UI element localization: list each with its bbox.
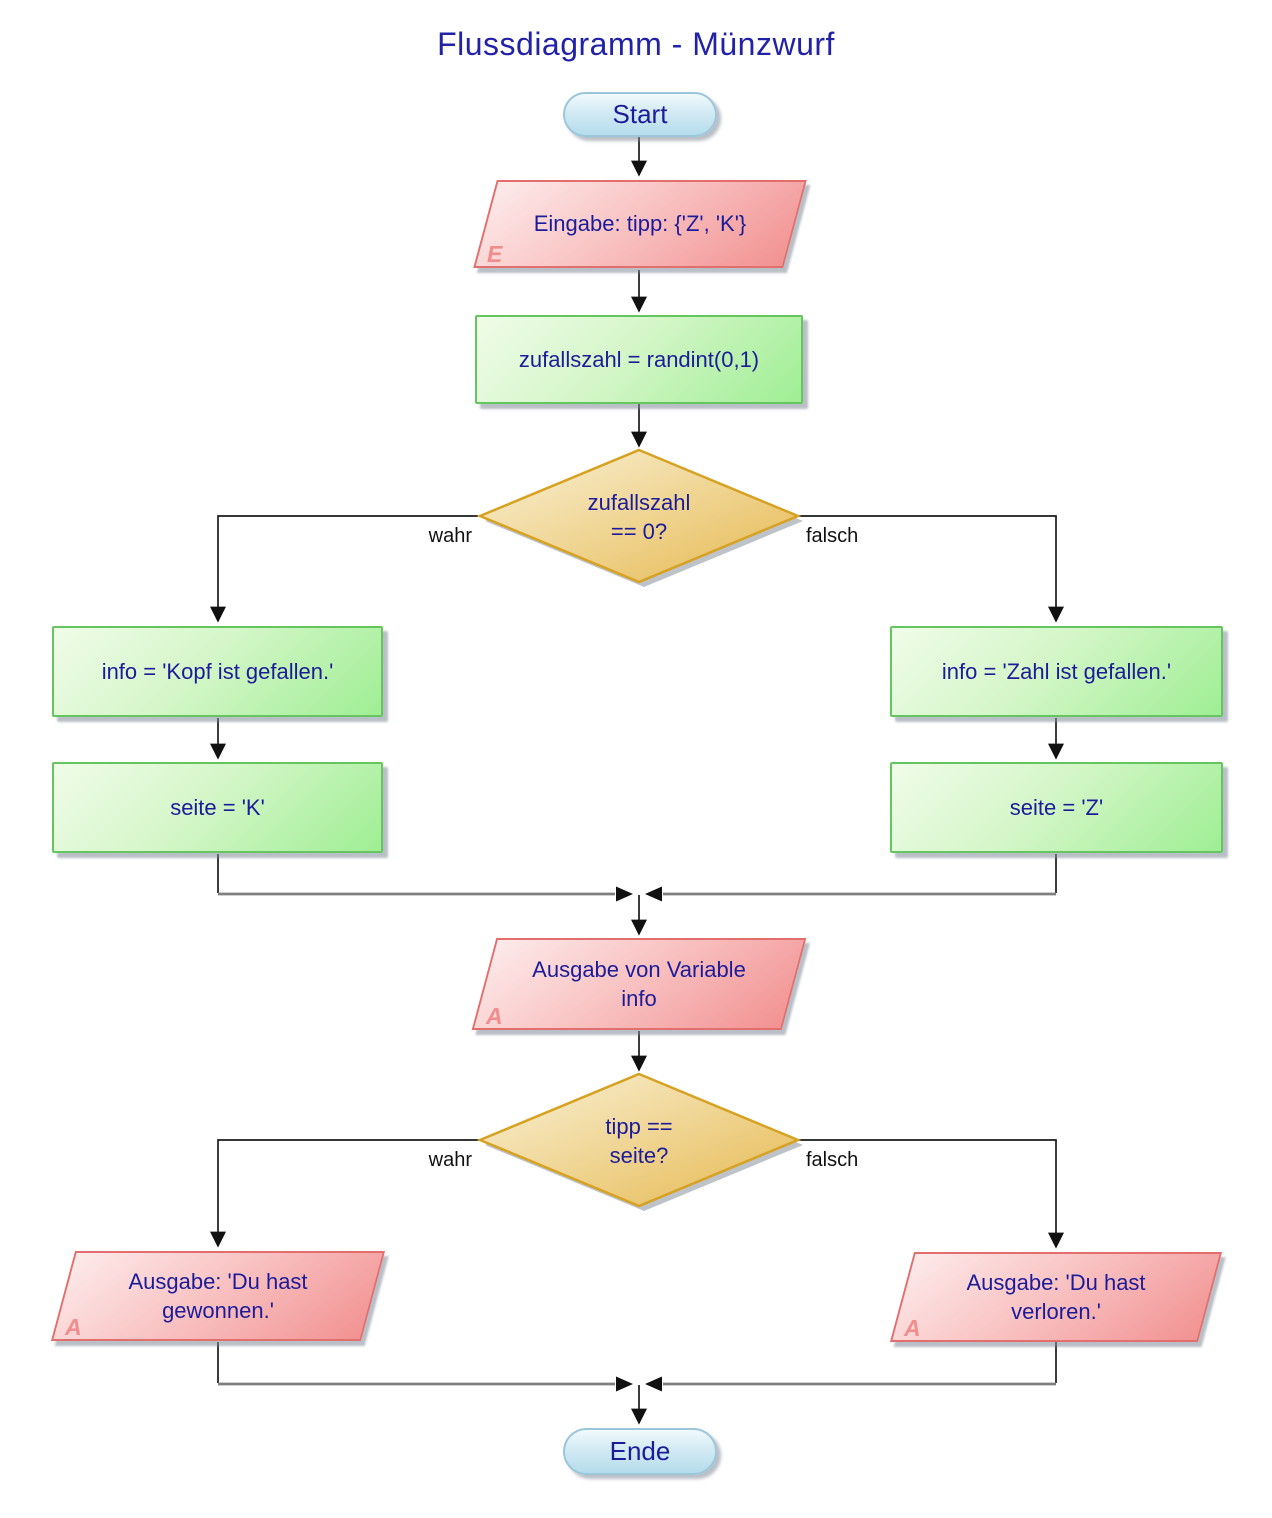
- input-badge: E: [487, 241, 503, 267]
- output-win-node: Ausgabe: 'Du hast gewonnen.' A: [50, 1251, 386, 1341]
- output-info-node: Ausgabe von Variable info A: [471, 938, 807, 1030]
- diagram-title: Flussdiagramm - Münzwurf: [437, 26, 835, 62]
- info-kopf-label: info = 'Kopf ist gefallen.': [101, 658, 334, 684]
- decision1-shape: [476, 448, 803, 587]
- decision1-node: zufallszahl == 0?: [473, 447, 805, 589]
- decision2-line2: seite?: [609, 1143, 669, 1168]
- decision2-node: tipp == seite?: [473, 1071, 805, 1213]
- seite-k-label: seite = 'K': [170, 794, 265, 820]
- random-label: zufallszahl = randint(0,1): [518, 346, 760, 372]
- decision1-line2: == 0?: [610, 519, 668, 544]
- decision2-line1: tipp ==: [605, 1114, 673, 1140]
- input-tipp-node: Eingabe: tipp: {'Z', 'K'} E: [473, 180, 807, 268]
- output-win-badge: A: [65, 1314, 82, 1340]
- output-info-line2: info: [621, 986, 657, 1011]
- decision1-true-label: wahr: [428, 525, 472, 547]
- output-win-line2: gewonnen.': [162, 1298, 274, 1323]
- seite-z-node: seite = 'Z': [890, 762, 1223, 853]
- info-kopf-node: info = 'Kopf ist gefallen.': [52, 626, 383, 717]
- decision1-false-label: falsch: [806, 525, 859, 547]
- output-lose-line1: Ausgabe: 'Du hast: [966, 1269, 1146, 1295]
- output-lose-node: Ausgabe: 'Du hast verloren.' A: [889, 1252, 1223, 1342]
- start-node: Start: [563, 92, 717, 137]
- output-lose-badge: A: [904, 1315, 921, 1341]
- decision2-shape: [476, 1072, 803, 1211]
- end-label: Ende: [609, 1436, 671, 1466]
- info-zahl-label: info = 'Zahl ist gefallen.': [941, 658, 1172, 684]
- decision2-true-label: wahr: [428, 1149, 472, 1171]
- output-lose-line2: verloren.': [1011, 1299, 1101, 1324]
- decision2-false-label: falsch: [806, 1149, 859, 1171]
- start-label: Start: [612, 99, 668, 129]
- decision1-line1: zufallszahl: [587, 490, 691, 516]
- output-win-line1: Ausgabe: 'Du hast: [128, 1268, 308, 1294]
- output-info-line1: Ausgabe von Variable: [532, 956, 746, 982]
- end-node: Ende: [563, 1428, 717, 1475]
- seite-z-label: seite = 'Z': [1009, 794, 1104, 820]
- output-info-badge: A: [486, 1003, 503, 1029]
- random-node: zufallszahl = randint(0,1): [475, 315, 803, 404]
- info-zahl-node: info = 'Zahl ist gefallen.': [890, 626, 1223, 717]
- seite-k-node: seite = 'K': [52, 762, 383, 853]
- input-tipp-label: Eingabe: tipp: {'Z', 'K'}: [533, 211, 747, 237]
